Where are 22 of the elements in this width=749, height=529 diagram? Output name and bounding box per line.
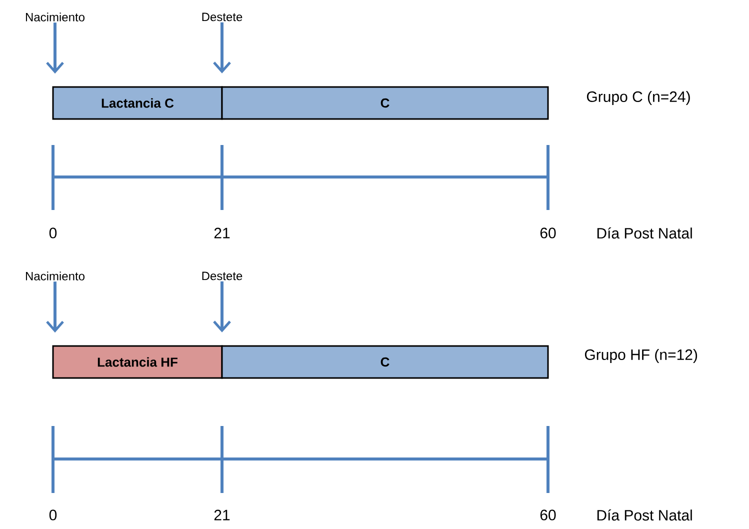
axis-label: 21 [214, 510, 230, 520]
period-bar: Lactancia C [52, 86, 223, 120]
axis-label: Grupo C (n=24) [586, 91, 690, 105]
event-label: Destete [202, 12, 242, 22]
axis-label: Día Post Natal [597, 509, 692, 521]
axis-label: Grupo HF (n=12) [584, 349, 698, 363]
axis-label: 0 [49, 228, 57, 238]
arrow [213, 281, 231, 332]
event-label: Nacimiento [26, 272, 84, 280]
axis-label: Día Post Natal [597, 227, 692, 239]
arrow [46, 282, 64, 333]
axis-label: 0 [49, 510, 57, 520]
event-label: Nacimiento [26, 12, 84, 22]
event-label: Destete [202, 272, 242, 280]
period-bar: C [221, 345, 549, 379]
period-bar: C [221, 86, 549, 120]
arrow [46, 22, 64, 74]
axis-label: 60 [540, 228, 556, 238]
arrow [213, 22, 231, 74]
axis-label: 60 [540, 510, 556, 520]
axis-label: 21 [214, 228, 230, 238]
period-bar: Lactancia HF [52, 345, 223, 379]
